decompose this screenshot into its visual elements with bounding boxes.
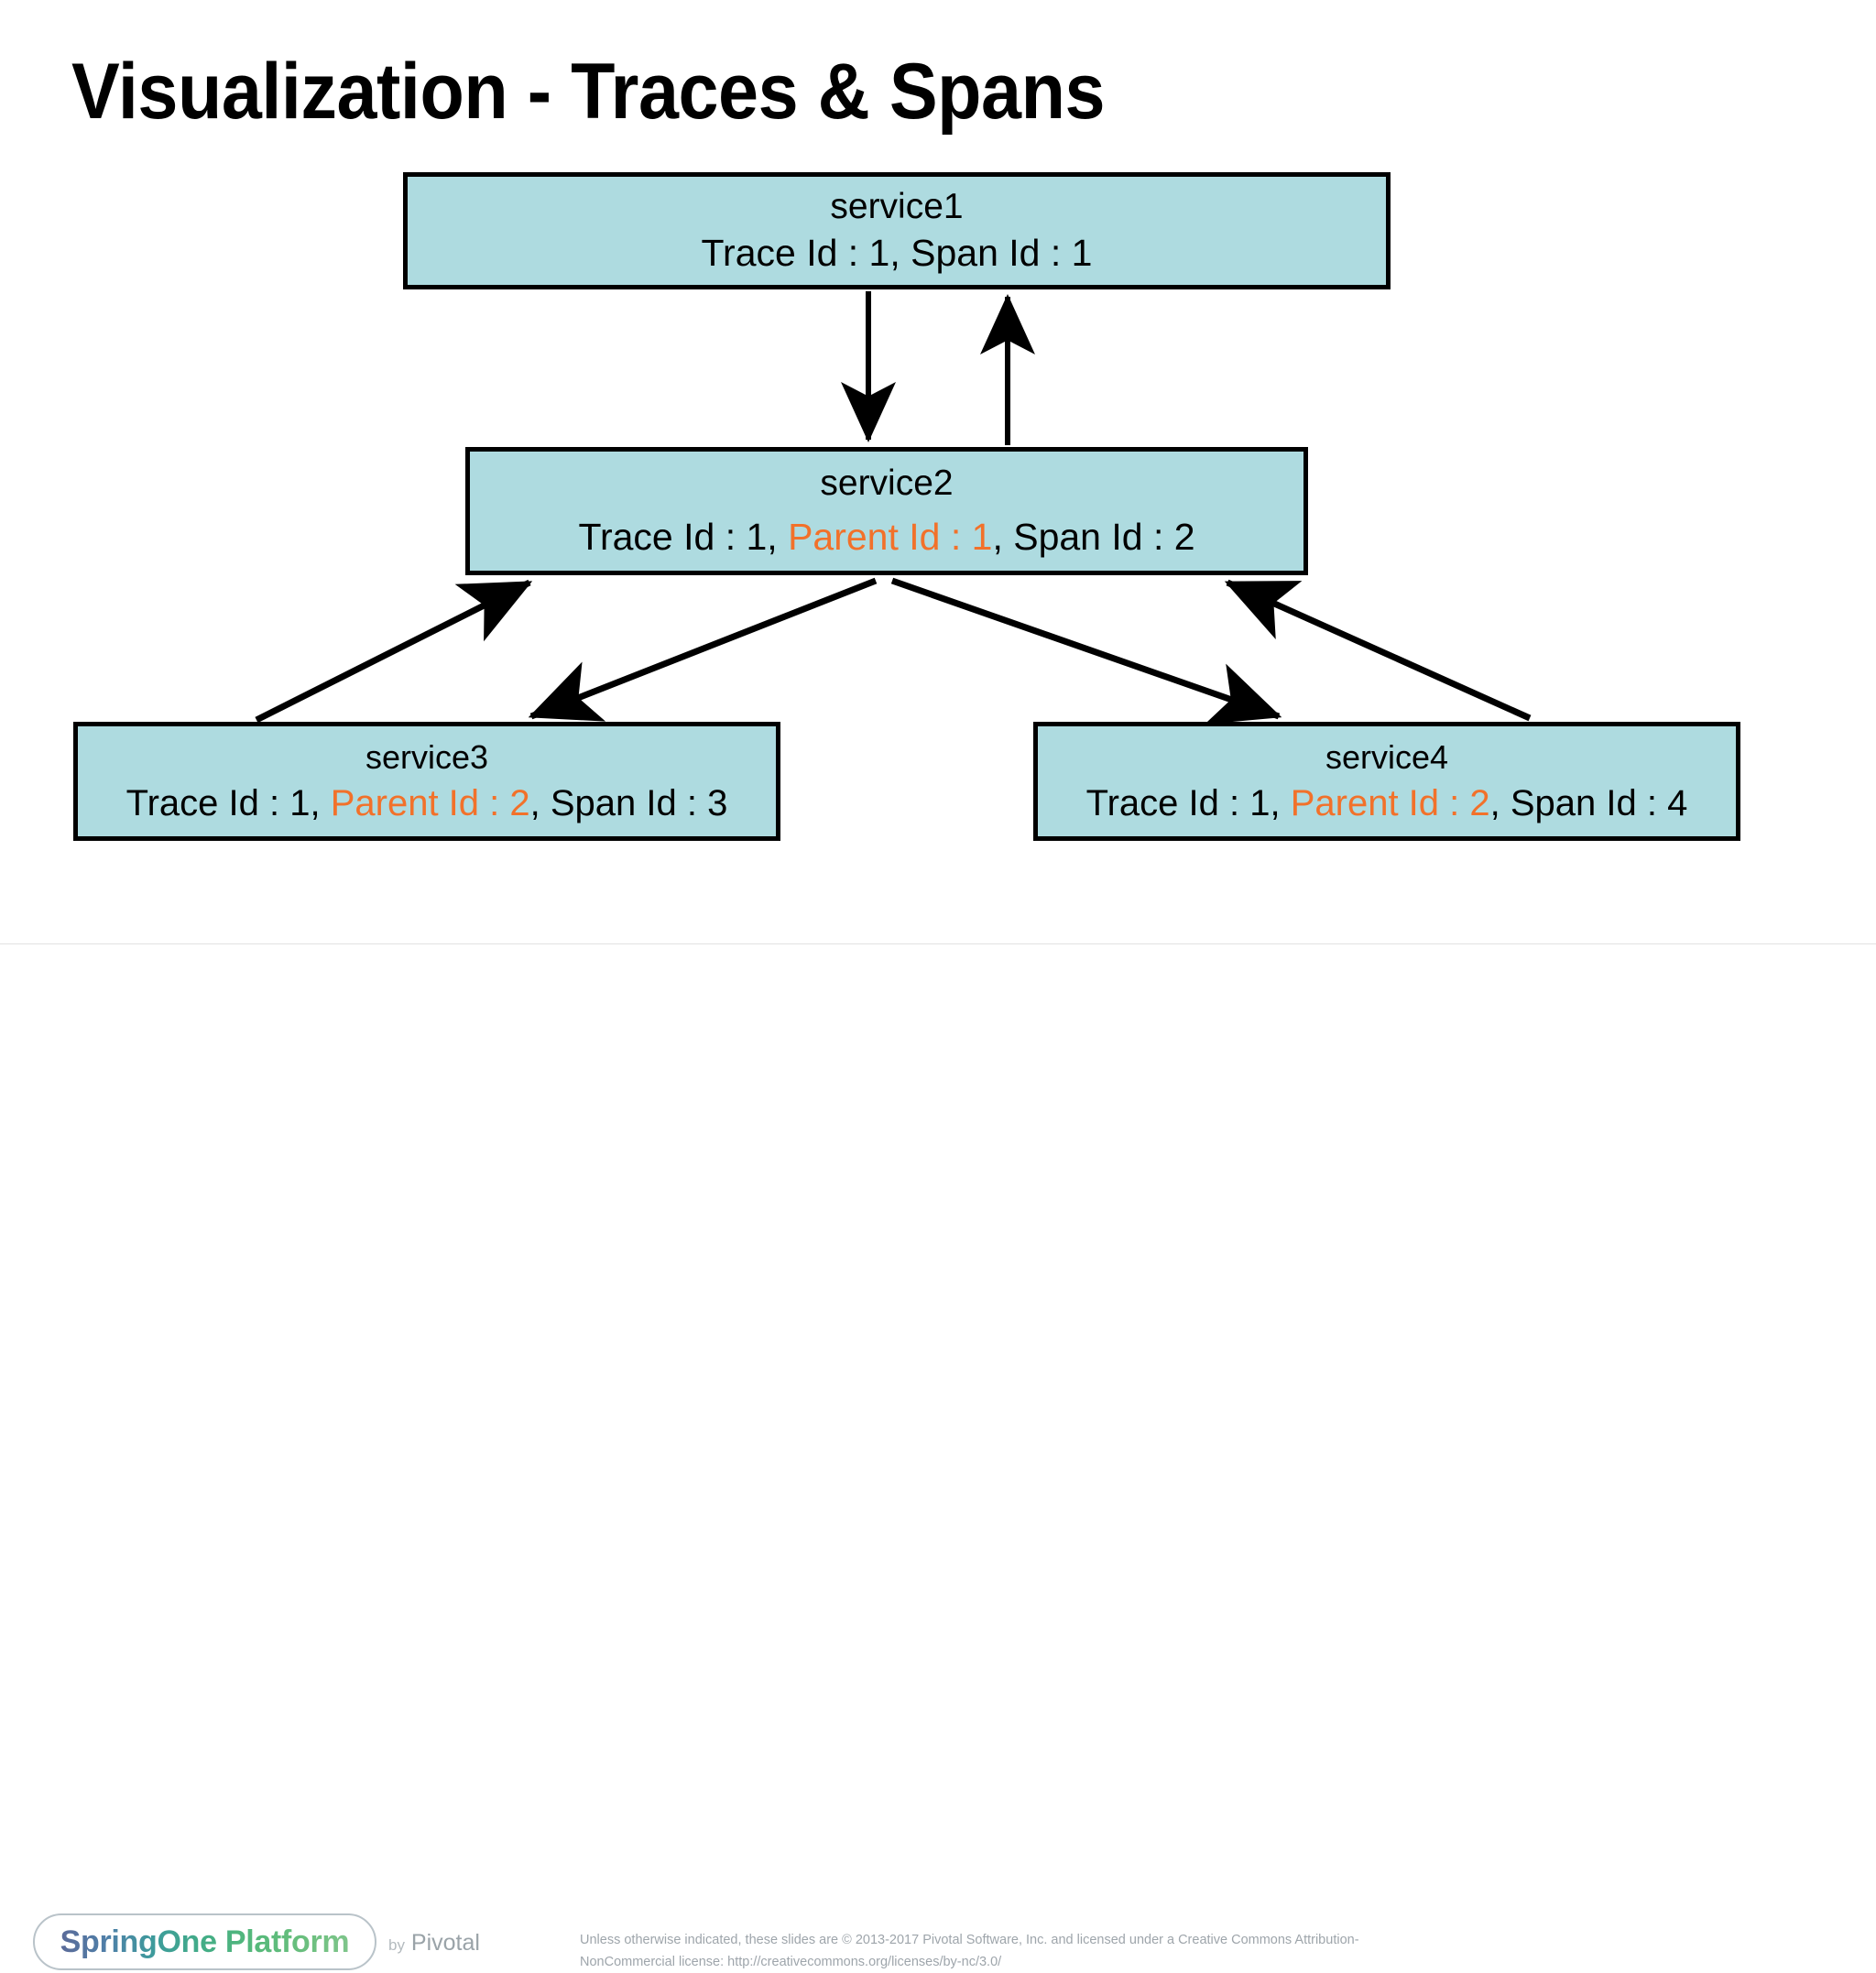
springone-platform-logo: SpringOne Platform <box>33 1913 376 1970</box>
node-service2-detail: Trace Id : 1, Parent Id : 1, Span Id : 2 <box>578 514 1194 560</box>
slide-footer: SpringOne Platform by Pivotal Unless oth… <box>0 944 1876 1970</box>
node-service4-parent-id: Parent Id : 2 <box>1290 783 1490 823</box>
springone-platform-logo-text: SpringOne Platform <box>60 1924 350 1959</box>
arrow-service3-to-service2 <box>255 579 533 724</box>
node-service3-detail-before: Trace Id : 1, <box>125 783 331 823</box>
node-service3-detail: Trace Id : 1, Parent Id : 2, Span Id : 3 <box>126 780 728 826</box>
node-service3-title: service3 <box>365 738 489 776</box>
node-service3[interactable]: service3 Trace Id : 1, Parent Id : 2, Sp… <box>73 722 780 841</box>
footer-divider <box>0 943 1876 944</box>
node-service1-detail-after: Span Id : 1 <box>911 232 1093 274</box>
arrow-service2-to-service4 <box>890 577 1282 725</box>
node-service2-detail-after: , Span Id : 2 <box>992 516 1195 558</box>
node-service2-title: service2 <box>820 463 954 503</box>
node-service4[interactable]: service4 Trace Id : 1, Parent Id : 2, Sp… <box>1033 722 1740 841</box>
node-service4-detail-before: Trace Id : 1, <box>1085 783 1291 823</box>
node-service1[interactable]: service1 Trace Id : 1, Span Id : 1 <box>403 172 1391 289</box>
copyright-notice: Unless otherwise indicated, these slides… <box>580 1933 1359 1969</box>
pivotal-byline: by Pivotal <box>388 1930 480 1957</box>
node-service2[interactable]: service2 Trace Id : 1, Parent Id : 1, Sp… <box>465 447 1308 575</box>
arrow-service2-to-service3 <box>528 577 878 722</box>
node-service4-title: service4 <box>1325 738 1449 776</box>
node-service3-detail-after: , Span Id : 3 <box>529 783 728 823</box>
node-service4-detail-after: , Span Id : 4 <box>1489 783 1688 823</box>
page-title: Visualization - Traces & Spans <box>71 48 1106 136</box>
node-service2-detail-before: Trace Id : 1, <box>578 516 789 558</box>
node-service4-detail: Trace Id : 1, Parent Id : 2, Span Id : 4 <box>1086 780 1688 826</box>
byline-brand-name: Pivotal <box>410 1930 480 1956</box>
node-service2-parent-id: Parent Id : 1 <box>788 516 993 558</box>
node-service3-parent-id: Parent Id : 2 <box>330 783 530 823</box>
arrow-service4-to-service2 <box>1224 579 1532 722</box>
node-service1-detail-before: Trace Id : 1, <box>701 232 911 274</box>
node-service1-title: service1 <box>830 187 964 226</box>
node-service1-detail: Trace Id : 1, Span Id : 1 <box>702 230 1093 276</box>
trace-span-diagram: service1 Trace Id : 1, Span Id : 1 servi… <box>0 0 1876 943</box>
byline-by-word: by <box>388 1936 405 1954</box>
